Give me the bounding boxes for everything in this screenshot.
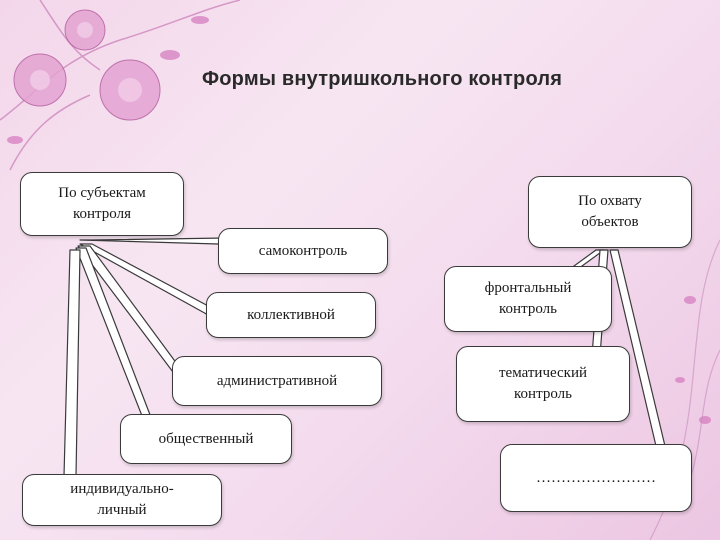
self-control-box: самоконтроль: [218, 228, 388, 274]
placeholder-label: ……………………: [536, 469, 656, 486]
coverage-header: По охвату объектов: [528, 176, 692, 248]
individual-personal-label: индивидуально- личный: [70, 481, 174, 518]
self-control-label: самоконтроль: [258, 242, 348, 259]
public-box: общественный: [120, 414, 292, 464]
subjects-header: По субъектам контроля: [20, 172, 184, 236]
collective-box: коллективной: [206, 292, 376, 338]
public-label: общественный: [158, 430, 254, 447]
thematic-control-box: тематический контроль: [456, 346, 630, 422]
individual-personal-box: индивидуально- личный: [22, 474, 222, 526]
collective-label: коллективной: [247, 306, 335, 323]
frontal-control-label: фронтальный контроль: [484, 280, 572, 317]
frontal-control-box: фронтальный контроль: [444, 266, 612, 332]
thematic-control-label: тематический контроль: [498, 365, 588, 402]
page-title: Формы внутришкольного контроля: [202, 68, 563, 90]
placeholder-box: ……………………: [500, 444, 692, 512]
subjects-header-label: По субъектам контроля: [58, 185, 146, 222]
coverage-header-label: По охвату объектов: [578, 193, 642, 230]
administrative-label: административной: [216, 372, 338, 389]
administrative-box: административной: [172, 356, 382, 406]
